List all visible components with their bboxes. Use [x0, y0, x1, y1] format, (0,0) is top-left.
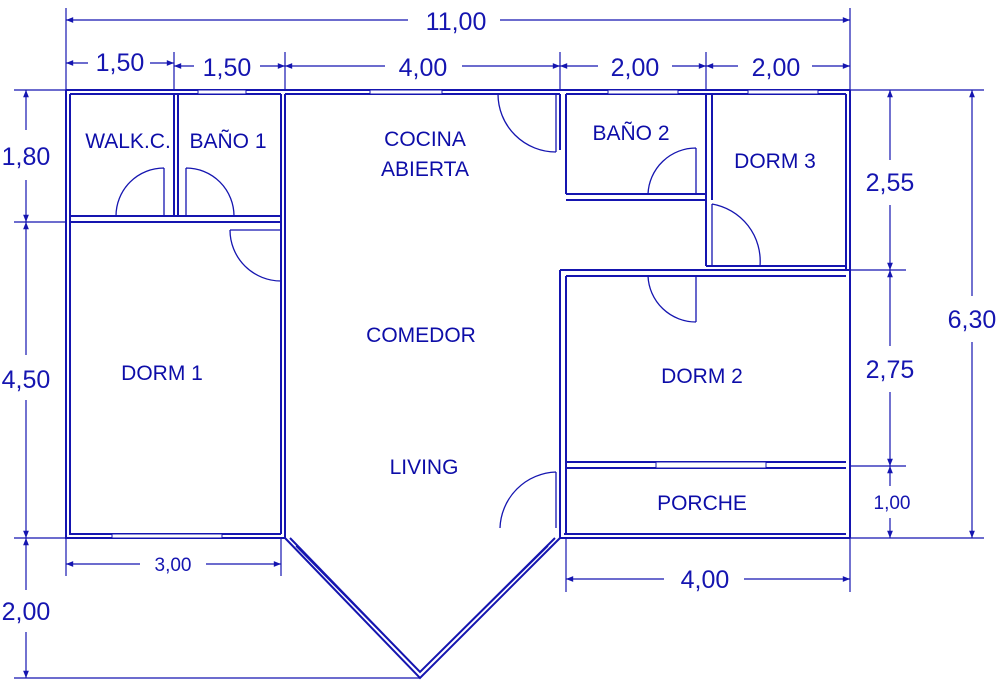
door-cocina	[497, 93, 557, 153]
window-dorm2	[655, 461, 767, 469]
wall-dorm3-dorm2	[560, 265, 850, 277]
door-walkc	[115, 167, 165, 217]
window-bay-right	[423, 545, 549, 669]
label-cocina-line2: ABIERTA	[381, 158, 469, 181]
outer-wall-left	[65, 89, 285, 539]
dim-right-3: 1,00	[874, 493, 911, 514]
dim-top-5: 2,00	[752, 54, 801, 82]
dimension-labels: 11,00 1,50 1,50 4,00 2,00 2,00 1,80 4,50…	[2, 8, 997, 626]
door-bano1	[185, 167, 235, 217]
outer-wall-right	[845, 90, 851, 538]
door-dorm1	[229, 229, 282, 282]
dim-dorm2-width: 4,00	[681, 566, 730, 594]
windows	[111, 89, 819, 669]
label-walk-closet: WALK.C.	[85, 130, 171, 153]
dim-top-3: 4,00	[399, 54, 448, 82]
door-dorm3	[711, 203, 761, 267]
outer-wall-bottom-right	[560, 533, 850, 539]
label-living: LIVING	[390, 456, 459, 479]
wall-bano2-dorm3	[705, 94, 713, 266]
window-cocina	[369, 89, 443, 95]
label-bano2: BAÑO 2	[592, 121, 669, 145]
wall-dorm1-living	[280, 94, 286, 538]
dim-top-2: 1,50	[203, 54, 252, 82]
wall-walkc-bano1	[173, 94, 179, 216]
dim-left-2: 4,50	[2, 366, 51, 394]
dim-total-height: 6,30	[948, 306, 997, 334]
wall-bano2-bottom	[566, 193, 706, 201]
dim-top-4: 2,00	[611, 54, 660, 82]
dim-right-1: 2,55	[866, 169, 915, 197]
label-comedor: COMEDOR	[366, 324, 476, 347]
dim-total-width: 11,00	[426, 8, 487, 36]
window-bano2	[607, 89, 679, 95]
dimension-lines	[14, 8, 984, 679]
room-labels: WALK.C. BAÑO 1 COCINA ABIERTA BAÑO 2 DOR…	[85, 121, 816, 515]
window-bano1	[197, 89, 247, 95]
dim-top-1: 1,50	[96, 49, 145, 77]
dim-left-3: 2,00	[2, 598, 51, 626]
wall-dorm1-top	[70, 215, 281, 223]
door-bano2	[647, 147, 697, 195]
label-dorm3: DORM 3	[734, 150, 816, 173]
label-dorm1: DORM 1	[121, 362, 203, 385]
walls	[65, 89, 851, 680]
label-dorm2: DORM 2	[661, 365, 743, 388]
window-dorm1	[111, 533, 223, 539]
window-dorm3	[747, 89, 819, 95]
label-cocina-line1: COCINA	[384, 128, 466, 151]
wall-living-dorm2	[559, 270, 567, 538]
dim-dorm1-width: 3,00	[155, 555, 192, 576]
label-porche: PORCHE	[657, 492, 747, 515]
door-dorm2	[647, 275, 697, 323]
angled-bay-wall	[284, 537, 561, 680]
wall-cocina-bano2	[559, 94, 567, 194]
dim-right-2: 2,75	[866, 356, 915, 384]
doors	[115, 93, 761, 529]
dim-left-1: 1,80	[2, 143, 51, 171]
window-bay-left	[295, 545, 417, 669]
door-living	[499, 471, 557, 529]
label-bano1: BAÑO 1	[189, 129, 266, 153]
